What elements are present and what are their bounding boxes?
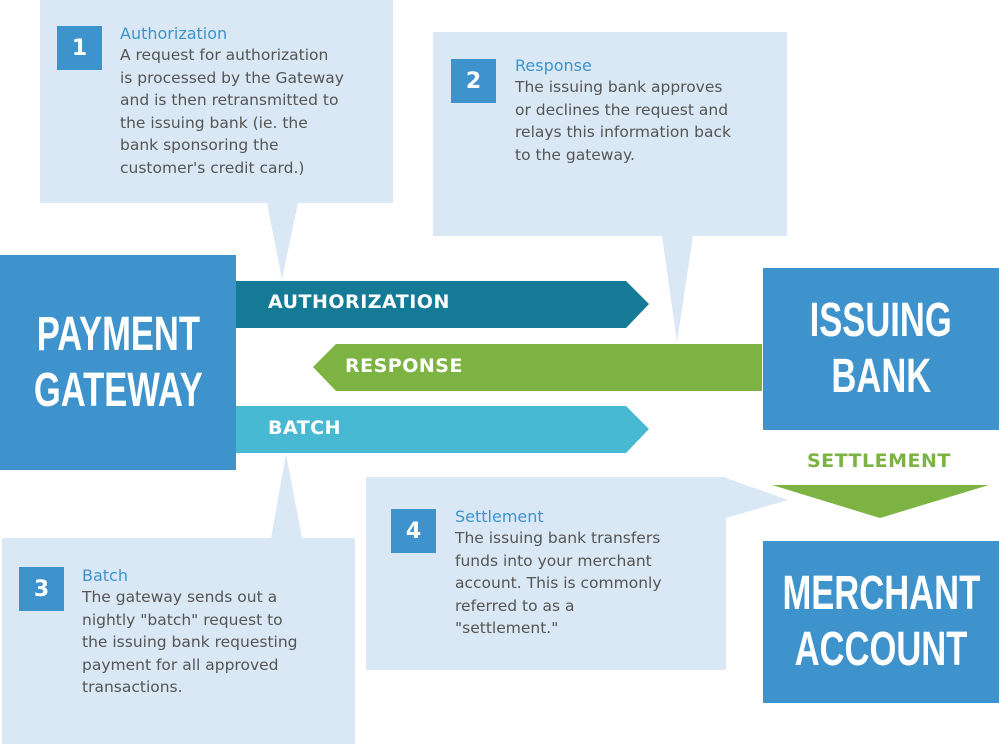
step-2-title: Response — [515, 56, 592, 75]
step-4-number: 4 — [405, 518, 422, 544]
step-4-title: Settlement — [455, 507, 544, 526]
step-2-card: Response The issuing bank approves or de… — [515, 56, 785, 166]
step-3-body: The gateway sends out a nightly "batch" … — [82, 588, 298, 696]
response-arrow-label: RESPONSE — [345, 355, 463, 377]
authorization-arrow — [236, 281, 649, 328]
callout-pointer-4 — [726, 478, 788, 518]
callout-card-3-bg — [2, 454, 355, 744]
callout-pointer-1 — [267, 203, 298, 279]
step-3-number: 3 — [33, 576, 50, 602]
step-4-body: The issuing bank transfers funds into yo… — [455, 529, 662, 637]
step-2-body: The issuing bank approves or declines th… — [515, 78, 731, 164]
step-1-number: 1 — [71, 35, 88, 61]
payment-gateway-line-1: PAYMENT — [36, 307, 200, 361]
batch-arrow-label: BATCH — [268, 417, 342, 439]
step-3-badge: 3 — [19, 567, 64, 611]
merchant-account-line-2: ACCOUNT — [794, 623, 968, 676]
step-1-badge: 1 — [57, 26, 102, 70]
step-4-badge: 4 — [391, 509, 436, 553]
merchant-account-line-1: MERCHANT — [782, 567, 980, 620]
payment-gateway-box: PAYMENT GATEWAY — [0, 255, 236, 470]
step-2-number: 2 — [465, 68, 482, 94]
issuing-bank-box: ISSUING BANK — [763, 268, 999, 430]
step-2-badge: 2 — [451, 59, 496, 103]
authorization-arrow-label: AUTHORIZATION — [268, 291, 450, 313]
response-arrow — [313, 344, 762, 391]
payment-gateway-line-2: GATEWAY — [33, 363, 203, 417]
callout-pointer-3 — [271, 454, 302, 538]
merchant-account-box: MERCHANT ACCOUNT — [763, 541, 999, 703]
issuing-bank-line-1: ISSUING — [809, 294, 953, 347]
step-4-card: Settlement The issuing bank transfers fu… — [455, 507, 723, 640]
callout-pointer-2 — [662, 236, 693, 342]
issuing-bank-line-2: BANK — [831, 350, 931, 403]
step-1-card: Authorization A request for authorizatio… — [120, 24, 390, 179]
step-3-card: Batch The gateway sends out a nightly "b… — [82, 566, 352, 699]
batch-arrow — [236, 406, 649, 453]
step-3-title: Batch — [82, 566, 128, 585]
settlement-arrow — [772, 485, 989, 518]
settlement-arrow-label: SETTLEMENT — [807, 450, 951, 472]
step-1-body: A request for authorization is processed… — [120, 46, 344, 177]
step-1-title: Authorization — [120, 24, 228, 43]
